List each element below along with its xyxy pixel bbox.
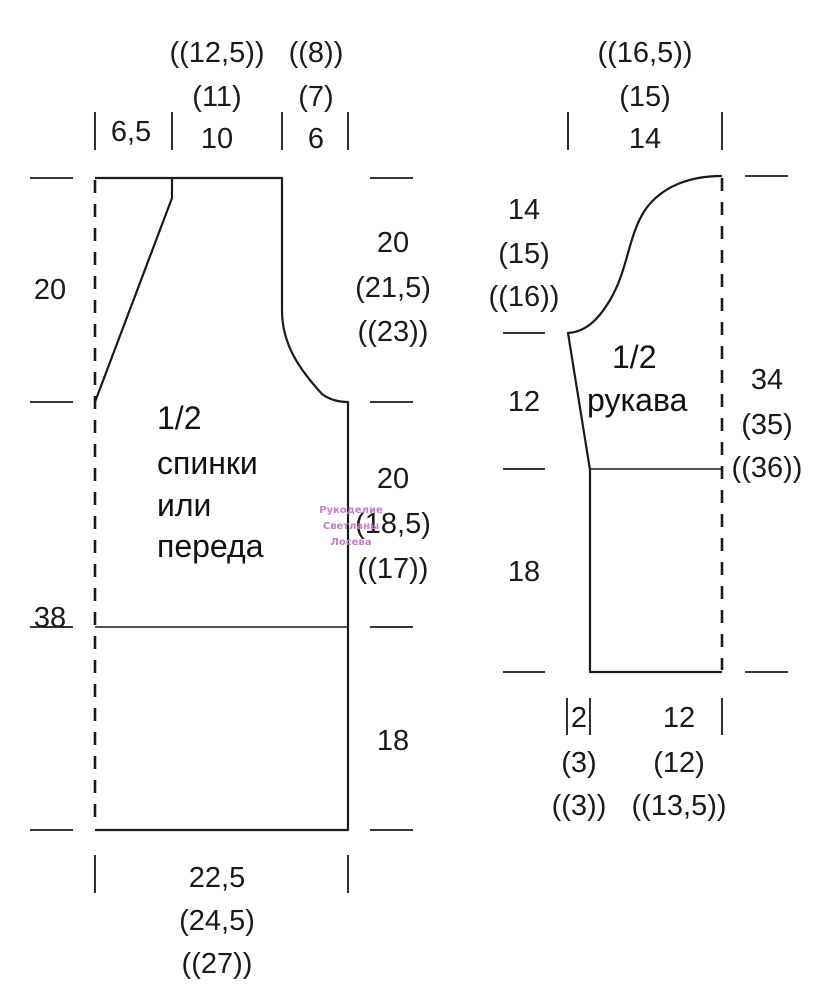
sleeve-top-width-label-3: ((16,5)): [597, 37, 692, 69]
neck-width-label-1: 10: [201, 123, 233, 155]
armhole-height-label-3: ((23)): [358, 316, 429, 348]
shoulder-width-label: 6,5: [111, 116, 151, 148]
sleeve-cap-height-label-1: 14: [508, 194, 540, 226]
total-length-label: 38: [34, 602, 66, 634]
sleeve-top-marks: [567, 112, 723, 150]
side-height-label-3: ((17)): [358, 553, 429, 585]
body-title-line-2: спинки: [157, 445, 258, 481]
rib-height-label: 18: [377, 725, 409, 757]
bottom-width-label-3: ((27)): [182, 948, 253, 980]
armhole-width-label-1: 6: [308, 123, 324, 155]
neck-depth-label: 20: [34, 274, 66, 306]
side-height-label-2: (18,5): [355, 508, 431, 540]
armhole-height-label-1: 20: [377, 227, 409, 259]
watermark-line-2: Светланы: [323, 521, 379, 532]
sleeve-small-width-label-3: ((3)): [552, 790, 607, 822]
body-top-marks: [94, 112, 349, 150]
sleeve-main-width-label-3: ((13,5)): [631, 790, 726, 822]
body-title-line-3: или: [157, 487, 211, 523]
sleeve-small-width-label-1: 2: [571, 702, 587, 734]
body-piece: 6,5 ((12,5)) (11) 10 ((8)) (7) 6 20 38 2…: [30, 37, 431, 980]
sleeve-title-line-1: 1/2: [612, 339, 656, 375]
sleeve-outline: [566, 174, 723, 674]
sleeve-lower-height-label: 18: [508, 556, 540, 588]
sleeve-main-width-label-2: (12): [653, 747, 705, 779]
watermark: Рукоделие Светланы Лосева: [319, 505, 383, 548]
neck-width-label-2: (11): [192, 81, 241, 113]
sleeve-top-width-label-2: (15): [619, 81, 671, 113]
armhole-height-label-2: (21,5): [355, 272, 431, 304]
body-level-marks: [30, 177, 413, 831]
sleeve-cap-height-label-2: (15): [498, 238, 550, 270]
sleeve-top-width-label-1: 14: [629, 123, 661, 155]
bottom-width-label-1: 22,5: [189, 862, 245, 894]
sleeve-title-line-2: рукава: [587, 382, 688, 418]
sleeve-small-width-label-2: (3): [561, 747, 596, 779]
sleeve-cap-height-label-3: ((16)): [489, 281, 560, 313]
sleeve-main-width-label-1: 12: [663, 702, 695, 734]
sleeve-bottom-marks: [566, 698, 723, 735]
body-title-line-1: 1/2: [157, 400, 201, 436]
sleeve-level-marks: [503, 175, 788, 673]
armhole-width-label-3: ((8)): [289, 37, 344, 69]
sleeve-piece: ((16,5)) (15) 14 14 (15) ((16)) 12 18 34…: [489, 37, 803, 822]
watermark-line-1: Рукоделие: [319, 505, 383, 516]
side-height-label-1: 20: [377, 463, 409, 495]
body-title-line-4: переда: [157, 528, 264, 564]
sleeve-length-label-3: ((36)): [732, 452, 803, 484]
sleeve-length-label-2: (35): [741, 409, 793, 441]
armhole-width-label-2: (7): [298, 81, 333, 113]
sleeve-length-label-1: 34: [751, 364, 783, 396]
watermark-line-3: Лосева: [331, 537, 372, 548]
body-bottom-marks: [94, 855, 349, 893]
bottom-width-label-2: (24,5): [179, 905, 255, 937]
body-neck-line: [93, 178, 174, 403]
body-outline: [95, 176, 350, 832]
neck-width-label-3: ((12,5)): [169, 37, 264, 69]
sleeve-upper-height-label: 12: [508, 386, 540, 418]
